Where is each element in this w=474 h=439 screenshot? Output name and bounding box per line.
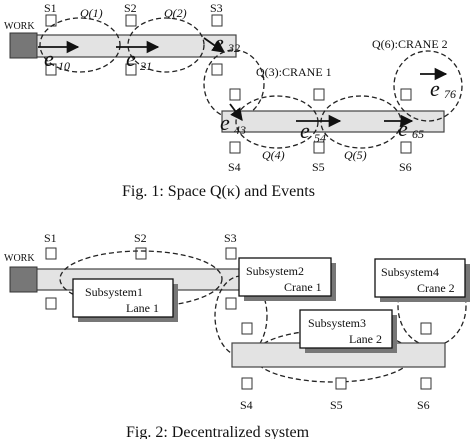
fig2-sensor-s6-top — [420, 322, 432, 335]
fig2-subsystem3-detail: Lane 2 — [349, 332, 382, 346]
fig1-event-e65-sub: 65 — [412, 127, 424, 141]
fig1-sensor-s3-bottom — [211, 63, 223, 76]
fig1-caption-prefix: Fig. 1: — [122, 183, 164, 200]
fig2-work-label: WORK — [4, 253, 35, 264]
fig1-sensor-s6-top — [400, 88, 412, 101]
fig1-sensor-label-s1: S1 — [44, 1, 57, 15]
figure-2: WORK S1 S2 S3 S4 S5 S6 Subsystem1 Lane 1 — [4, 231, 470, 439]
fig1-sensor-s4-top — [229, 88, 241, 101]
fig2-work-block — [9, 266, 38, 293]
fig1-q3-region — [203, 49, 265, 119]
fig1-q5-label: Q(5) — [344, 148, 367, 162]
fig2-sensor-s3-bottom — [225, 297, 237, 310]
fig1-work-label: WORK — [4, 21, 35, 32]
fig1-sensor-s5-top — [313, 88, 325, 101]
fig1-event-e21-base: e — [126, 46, 136, 71]
fig1-q2-label: Q(2) — [164, 6, 187, 20]
fig2-sensor-s1-bottom — [45, 297, 57, 310]
fig2-subsystem3-name: Subsystem3 — [308, 316, 366, 330]
fig2-subsystem1-name: Subsystem1 — [85, 285, 143, 299]
fig1-sensor-s5-bottom — [313, 141, 325, 154]
fig1-event-e43-base: e — [220, 110, 230, 135]
fig1-event-e76-base: e — [430, 76, 440, 101]
fig2-sensor-s2-top — [135, 247, 147, 260]
fig2-sensor-label-s3: S3 — [224, 231, 237, 245]
fig1-event-arrow-43 — [229, 103, 243, 122]
fig2-subsystem1-box — [72, 278, 174, 318]
fig1-q1-region — [39, 17, 121, 73]
fig1-q6-region — [393, 50, 463, 122]
fig2-sensor-s4-bottom — [241, 377, 253, 390]
fig1-q4-label: Q(4) — [262, 148, 285, 162]
fig1-event-e43-sub: 43 — [234, 123, 246, 137]
fig1-sensor-s6-bottom — [400, 141, 412, 154]
fig1-event-e10-base: e — [44, 46, 54, 71]
fig2-subsystem4-detail: Crane 2 — [417, 281, 455, 295]
fig1-sensor-label-s2: S2 — [124, 1, 137, 15]
fig1-q3-label: Q(3):CRANE 1 — [256, 65, 332, 79]
fig2-sensor-s3-top — [225, 247, 237, 260]
fig2-sensor-label-s1: S1 — [44, 231, 57, 245]
figure-1: WORK S1 S2 S3 Q(1) Q(2) e 10 e 21 e 32 Q… — [4, 1, 463, 200]
fig1-q1-label: Q(1) — [80, 6, 103, 20]
fig2-subsystem2-name: Subsystem2 — [246, 264, 304, 278]
fig1-sensor-label-s4: S4 — [228, 160, 241, 174]
fig1-sensor-label-s6: S6 — [399, 160, 412, 174]
fig2-sensor-label-s4: S4 — [240, 398, 253, 412]
fig2-sensor-s5-bottom — [335, 377, 347, 390]
fig1-work-block — [9, 32, 38, 59]
fig2-sensor-s6-bottom — [420, 377, 432, 390]
fig1-q4-region — [235, 95, 319, 149]
fig2-subsystem1-detail: Lane 1 — [126, 301, 159, 315]
fig1-event-e54-base: e — [300, 118, 310, 143]
fig1-event-e32-sub: 32 — [227, 41, 240, 55]
fig2-sensor-label-s2: S2 — [134, 231, 147, 245]
fig2-sensor-label-s5: S5 — [330, 398, 343, 412]
fig1-event-e65-base: e — [398, 116, 408, 141]
fig2-sensor-s1-top — [45, 247, 57, 260]
fig1-sensor-s2-top — [125, 14, 137, 27]
fig1-event-e10-sub: 10 — [58, 59, 70, 73]
fig1-event-e76-sub: 76 — [444, 87, 456, 101]
fig1-event-e32-base: e — [214, 30, 224, 55]
fig1-lane-1 — [35, 34, 237, 58]
fig2-caption: Fig. 2: Decentralized system — [126, 424, 310, 439]
fig2-subsystem4-box — [374, 258, 466, 298]
fig1-sensor-label-s5: S5 — [312, 160, 325, 174]
fig1-sensor-s3-top — [211, 14, 223, 27]
fig1-event-e54-sub: 54 — [314, 131, 326, 145]
fig2-subsystem2-box — [238, 257, 332, 297]
fig2-sensor-s4-top — [241, 322, 253, 335]
fig1-event-e21-sub: 21 — [140, 59, 152, 73]
fig1-sensor-s4-bottom — [229, 141, 241, 154]
fig2-subsystem3-box — [299, 309, 393, 349]
fig2-subsystem4-name: Subsystem4 — [381, 265, 439, 279]
fig2-subsystem2-detail: Crane 1 — [284, 280, 322, 294]
fig1-caption: Fig. 1: Space Q(κ) and Events — [122, 183, 315, 200]
fig1-sensor-label-s3: S3 — [210, 1, 223, 15]
fig1-event-arrow-32 — [203, 37, 226, 53]
fig1-q6-label: Q(6):CRANE 2 — [372, 37, 448, 51]
fig1-sensor-s2-bottom — [125, 63, 137, 76]
fig2-sensor-label-s6: S6 — [417, 398, 430, 412]
fig1-caption-text: Space Q(κ) and Events — [164, 183, 315, 200]
fig1-q2-region — [127, 17, 205, 73]
